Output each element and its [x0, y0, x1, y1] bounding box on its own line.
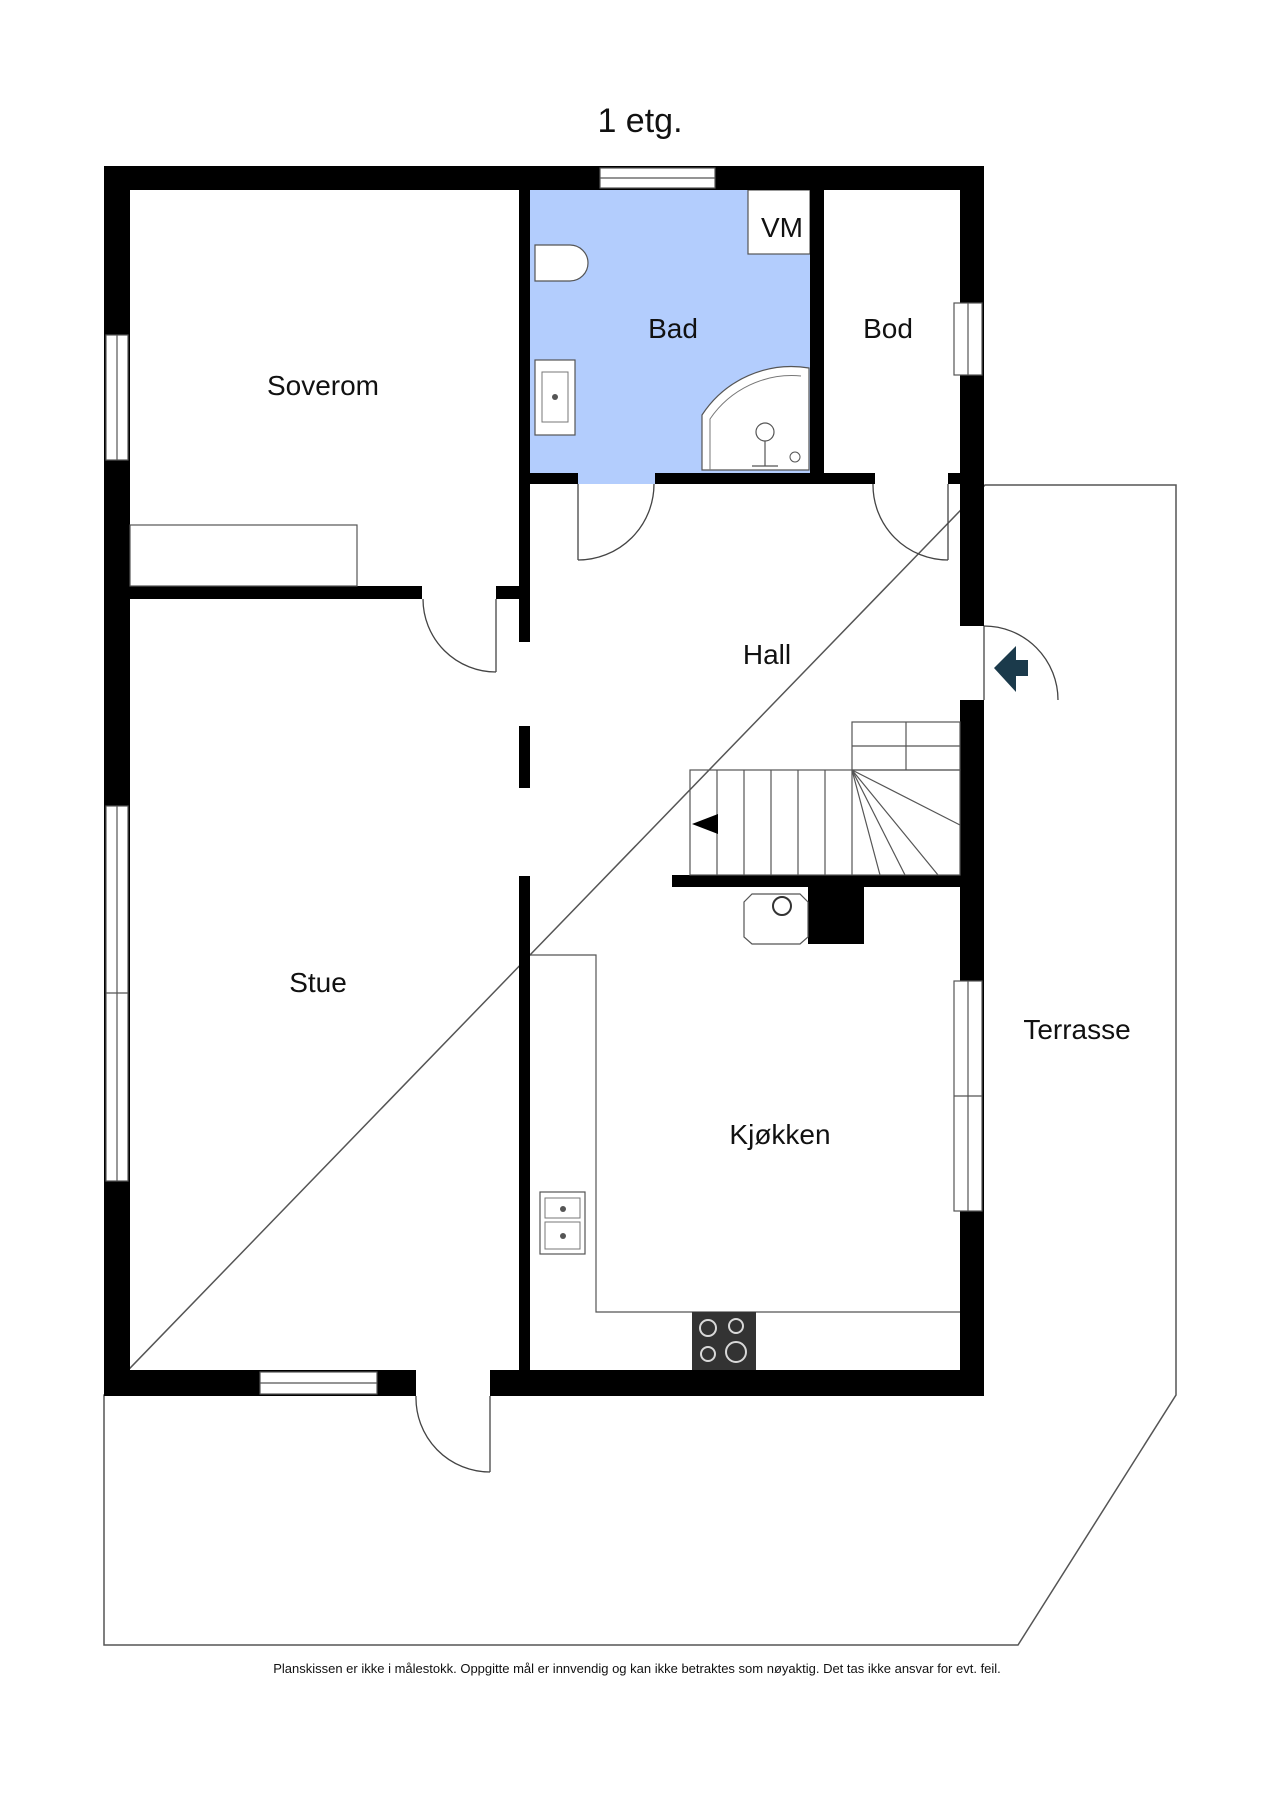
room-label-terrasse: Terrasse	[1023, 1014, 1130, 1045]
room-label-hall: Hall	[743, 639, 791, 670]
kitchen-counter	[530, 954, 960, 1313]
stove-icon	[743, 893, 809, 945]
cooktop-icon	[692, 1312, 756, 1370]
windows	[105, 167, 983, 1395]
washing-machine-box	[747, 189, 811, 255]
room-label-vm: VM	[761, 212, 803, 243]
disclaimer-text: Planskissen er ikke i målestokk. Oppgitt…	[273, 1661, 1001, 1676]
floor-title: 1 etg.	[597, 102, 682, 140]
room-label-stue: Stue	[289, 967, 347, 998]
room-label-kjokken: Kjøkken	[729, 1119, 830, 1150]
doors	[415, 483, 1059, 1473]
room-label-soverom: Soverom	[267, 370, 379, 401]
toilet-icon	[534, 244, 589, 282]
kitchen-sink-icon	[539, 1191, 586, 1255]
wardrobe	[129, 524, 358, 587]
staircase	[689, 721, 961, 876]
room-label-bad: Bad	[648, 313, 698, 344]
stair-direction-arrow-icon	[692, 814, 718, 834]
room-label-bod: Bod	[863, 313, 913, 344]
shower-icon	[701, 365, 810, 471]
entrance-arrow-icon	[994, 646, 1028, 692]
